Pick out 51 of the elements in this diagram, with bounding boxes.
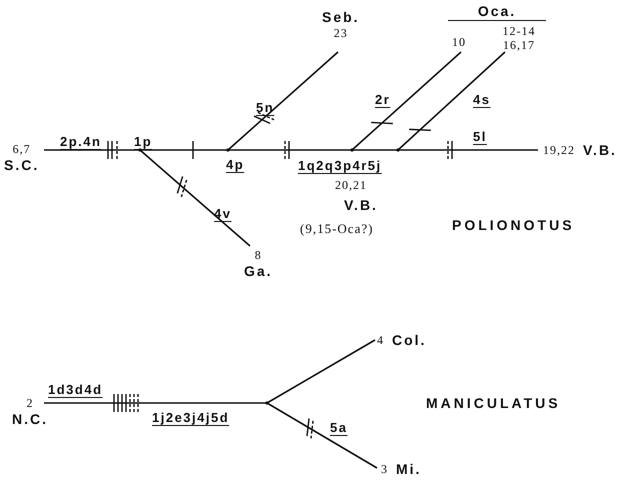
locality-label: Ga.: [244, 262, 273, 280]
specimen-numbers: 12-14 16,17: [502, 24, 536, 52]
text-label: V.B.: [344, 196, 378, 214]
locality-label: V.B.: [583, 141, 617, 159]
mutation-label: 4s: [473, 92, 490, 108]
mutation-label: 1j2e3j4j5d: [152, 410, 230, 426]
specimen-numbers: 10: [452, 35, 466, 49]
branch-point: [350, 148, 354, 152]
branch-line: [44, 149, 140, 151]
branch-line: [266, 402, 378, 469]
branch-line: [139, 149, 251, 247]
branch-line: [352, 149, 398, 151]
branch-point: [226, 148, 230, 152]
branch-point: [138, 148, 142, 152]
mutation-label: 4p: [226, 157, 244, 173]
locality-label: Col.: [392, 331, 426, 349]
branch-line: [140, 149, 228, 151]
mutation-label: 1d3d4d: [48, 382, 103, 398]
specimen-numbers: 8: [254, 248, 262, 262]
branch-line: [227, 51, 339, 151]
branch-point: [265, 401, 269, 405]
locality-label: Mi.: [396, 460, 422, 478]
branch-line: [266, 339, 376, 404]
text-label: MANICULATUS: [426, 394, 561, 412]
specimen-numbers: 2: [26, 396, 34, 410]
specimen-numbers: 23: [334, 26, 348, 40]
mutation-label: 5n: [256, 100, 274, 116]
specimen-numbers: 6,7: [12, 142, 31, 156]
branch-line: [228, 149, 352, 151]
mutation-label: 1p: [134, 134, 152, 150]
group-heading: Oca.: [448, 2, 546, 21]
locality-label: N.C.: [12, 410, 48, 428]
specimen-numbers: 3: [381, 462, 388, 476]
specimen-numbers: 4: [377, 333, 384, 347]
mutation-label: 5a: [330, 420, 348, 436]
text-label: 20,21: [335, 178, 367, 192]
branch-line: [398, 149, 538, 151]
mutation-label: 4v: [214, 206, 232, 222]
specimen-numbers: 19,22: [543, 143, 575, 157]
mutation-label: 1q2q3p4r5j: [298, 158, 382, 174]
mutation-label: 2r: [375, 92, 390, 108]
locality-label: S.C.: [4, 156, 40, 174]
branch-line: [397, 51, 506, 151]
mutation-label: 5l: [473, 129, 487, 145]
text-label: POLIONOTUS: [452, 216, 575, 234]
text-label: (9,15-Oca?): [300, 222, 374, 236]
branch-line: [44, 402, 267, 404]
locality-label: Seb.: [322, 8, 360, 26]
branch-point: [396, 148, 400, 152]
branch-line: [351, 51, 462, 151]
mutation-label: 2p.4n: [60, 134, 102, 150]
